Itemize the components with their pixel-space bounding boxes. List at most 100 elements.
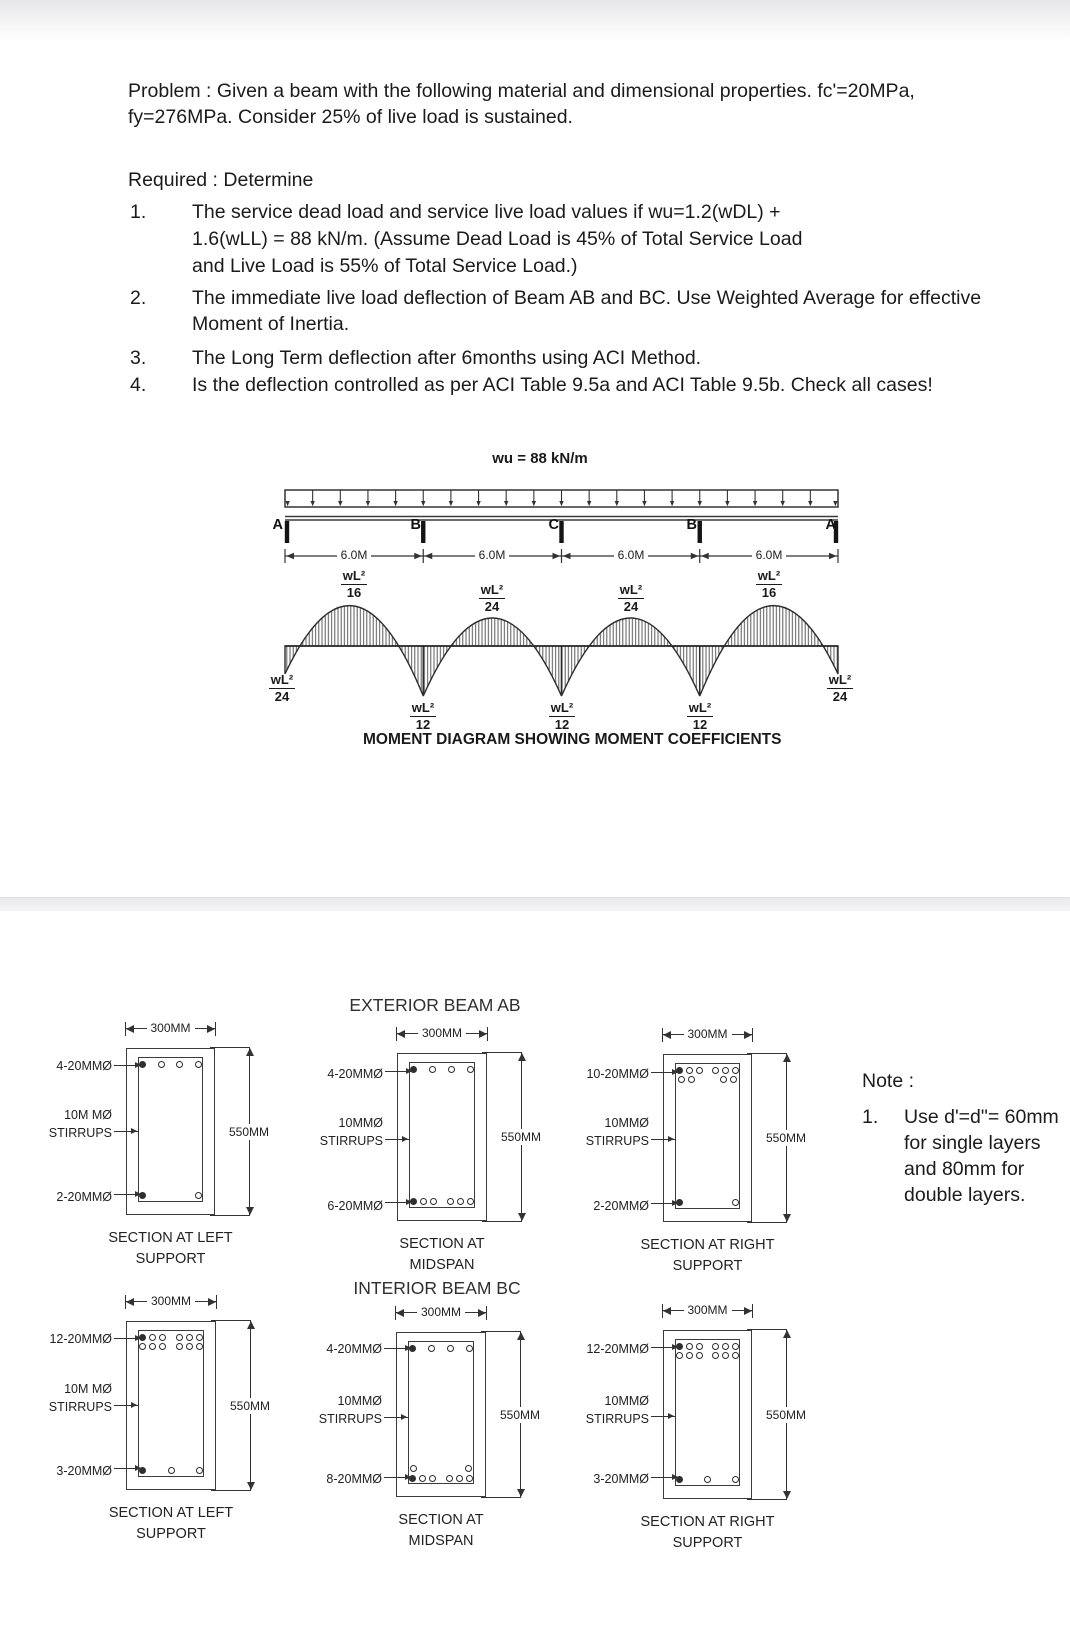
item-text: 1.6(wLL) = 88 kN/m. (Assume Dead Load is…	[192, 228, 803, 250]
leader-line	[384, 1414, 409, 1421]
rebar-dot	[685, 1352, 693, 1359]
stirrup-rect	[675, 1339, 740, 1486]
rebar-dot	[466, 1344, 474, 1352]
span-dimension-line	[284, 549, 839, 563]
load-ticks	[285, 490, 838, 507]
width-dim-label: 300MM	[683, 1027, 732, 1041]
leader-line	[114, 1402, 139, 1409]
height-dimension: 550MM	[481, 1331, 544, 1498]
leader-line	[651, 1200, 680, 1207]
leader-line	[114, 1128, 139, 1135]
width-dim-label: 300MM	[683, 1303, 732, 1317]
rebar-dot	[196, 1343, 204, 1350]
note-item-text: Use d'=d"= 60mm for single layers and 80…	[904, 1106, 1059, 1206]
page-separator-band	[0, 897, 1070, 911]
rebar-dot	[695, 1342, 703, 1350]
support-letter: A	[272, 517, 283, 533]
rebar-dot	[677, 1076, 685, 1083]
rebar-dot	[429, 1474, 437, 1482]
width-dimension: 300MM	[395, 1305, 487, 1320]
moment-coefficient: wL² 12	[686, 700, 714, 732]
height-dim-label: 550MM	[497, 1129, 545, 1145]
moment-coefficient: wL² 12	[409, 700, 437, 732]
moment-coefficient: wL² 24	[826, 672, 854, 704]
width-dimension: 300MM	[662, 1027, 753, 1042]
top-rebar-label: 10-20MMØ	[586, 1067, 649, 1081]
bottom-rebar-label: 8-20MMØ	[326, 1472, 382, 1486]
rebar-dot	[148, 1343, 156, 1350]
rebar-dot	[428, 1065, 436, 1073]
bottom-rebar-label: 2-20MMØ	[593, 1199, 649, 1213]
interior-beam-title: INTERIOR BEAM BC	[353, 1278, 521, 1298]
rebar-dot	[419, 1197, 427, 1205]
supports	[284, 521, 839, 543]
stirrup-rect	[409, 1062, 475, 1208]
rebar-dot	[418, 1474, 426, 1482]
bottom-rebar-label: 2-20MMØ	[56, 1190, 112, 1204]
item-text: The service dead load and service live l…	[192, 201, 781, 223]
leader-line	[651, 1413, 676, 1420]
section-exterior-midspan: 300MM 550MM 4-20MMØ 10MMØ STIRRUPS 6-20M…	[320, 1026, 545, 1273]
rebar-dot	[159, 1343, 167, 1350]
rebar-dot	[167, 1466, 175, 1474]
rebar-dot	[409, 1464, 417, 1472]
rebar-dot	[457, 1197, 465, 1205]
rebar-dot	[675, 1352, 683, 1359]
stirrup-label-2: STIRRUPS	[48, 1126, 112, 1140]
rebar-dot	[687, 1076, 695, 1083]
rebar-dot	[712, 1342, 720, 1350]
rebar-dot	[148, 1333, 156, 1341]
leader-line	[651, 1473, 680, 1480]
rebar-dot	[446, 1197, 454, 1205]
moment-regions	[284, 604, 839, 697]
note-block: Note : 1. Use d'=d"= 60mm for single lay…	[862, 1068, 1059, 1208]
bottom-rebar-label: 3-20MMØ	[593, 1472, 649, 1486]
rebar-dot	[176, 1060, 184, 1068]
item-text: The Long Term deflection after 6months u…	[192, 347, 702, 369]
rebar-dot	[720, 1076, 728, 1083]
height-dim-label: 550MM	[496, 1406, 544, 1423]
rebar-dot	[467, 1065, 475, 1073]
rebar-dot	[732, 1342, 740, 1350]
width-dim-label: 300MM	[416, 1305, 466, 1319]
section-interior-right-support: 300MM 550MM 12-20MMØ 10MMØ STIRRUPS 3-20…	[586, 1303, 810, 1551]
item-text: Moment of Inertia.	[192, 313, 350, 335]
rebar-dot	[430, 1197, 438, 1205]
rebar-dot	[467, 1197, 475, 1205]
rebar-dot	[195, 1191, 203, 1199]
rebar-dot	[695, 1352, 703, 1359]
stirrup-label-2: STIRRUPS	[48, 1400, 112, 1414]
rebar-dot	[445, 1474, 453, 1482]
moment-coefficient: wL² 16	[340, 568, 368, 600]
required-heading: Required : Determine	[128, 169, 314, 191]
rebar-dot	[175, 1333, 183, 1341]
stirrup-label-2: STIRRUPS	[318, 1412, 382, 1426]
leader-line	[385, 1136, 410, 1143]
rebar-dot	[722, 1342, 730, 1350]
rebar-dot	[159, 1333, 167, 1341]
rebar-dot	[722, 1352, 730, 1359]
exterior-beam-title: EXTERIOR BEAM AB	[349, 995, 521, 1015]
stirrup-label-2: STIRRUPS	[319, 1134, 383, 1148]
support-letter: B	[686, 517, 697, 533]
top-rebar-label: 12-20MMØ	[49, 1332, 112, 1346]
stirrup-label-1: 10MMØ	[604, 1394, 649, 1408]
height-dimension: 550MM	[747, 1329, 810, 1500]
leader-line	[114, 1465, 143, 1472]
item-number: 3.	[130, 347, 147, 369]
width-dimension: 300MM	[125, 1021, 216, 1036]
height-dimension: 550MM	[482, 1052, 545, 1222]
width-dim-label: 300MM	[146, 1294, 196, 1308]
rebar-dot	[712, 1066, 720, 1074]
stirrup-label-1: 10M MØ	[64, 1382, 112, 1396]
rebar-dot	[685, 1066, 693, 1074]
item-text: and Live Load is 55% of Total Service Lo…	[192, 255, 578, 277]
item-text: Is the deflection controlled as per ACI …	[192, 374, 933, 396]
rebar-dot	[157, 1060, 165, 1068]
